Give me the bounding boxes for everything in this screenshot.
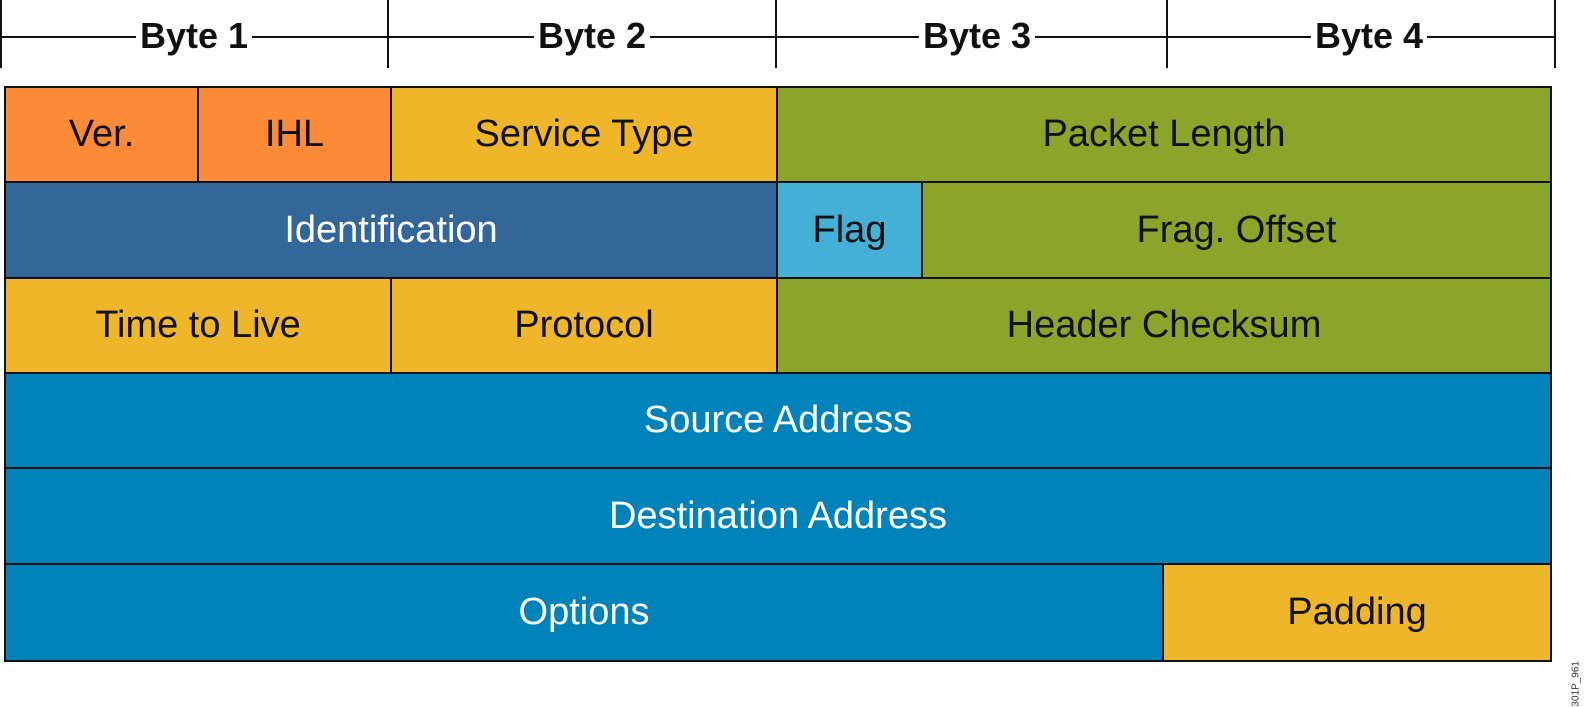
field-header-checksum: Header Checksum [778,279,1550,374]
field-padding: Padding [1164,565,1550,660]
byte-2-label: Byte 2 [533,12,651,60]
field-frag-offset: Frag. Offset [923,183,1550,279]
field-flag: Flag [778,183,923,279]
byte-4-label: Byte 4 [1310,12,1428,60]
ruler-tick-2 [775,0,777,68]
field-ver: Ver. [6,88,199,183]
ruler-tick-start [0,0,2,68]
figure-reference-code: 301P_961 [1571,661,1582,707]
field-time-to-live: Time to Live [6,279,392,374]
byte-1-label: Byte 1 [135,12,253,60]
ruler-tick-3 [1166,0,1168,68]
field-identification: Identification [6,183,778,279]
ruler-tick-1 [387,0,389,68]
field-ihl: IHL [199,88,392,183]
field-service-type: Service Type [392,88,778,183]
ruler-line [0,36,1556,38]
byte-ruler: Byte 1 Byte 2 Byte 3 Byte 4 [0,0,1584,70]
byte-3-label: Byte 3 [918,12,1036,60]
field-source-address: Source Address [6,374,1550,469]
field-destination-address: Destination Address [6,469,1550,565]
field-options: Options [6,565,1164,660]
field-packet-length: Packet Length [778,88,1550,183]
field-protocol: Protocol [392,279,778,374]
ruler-tick-end [1554,0,1556,68]
